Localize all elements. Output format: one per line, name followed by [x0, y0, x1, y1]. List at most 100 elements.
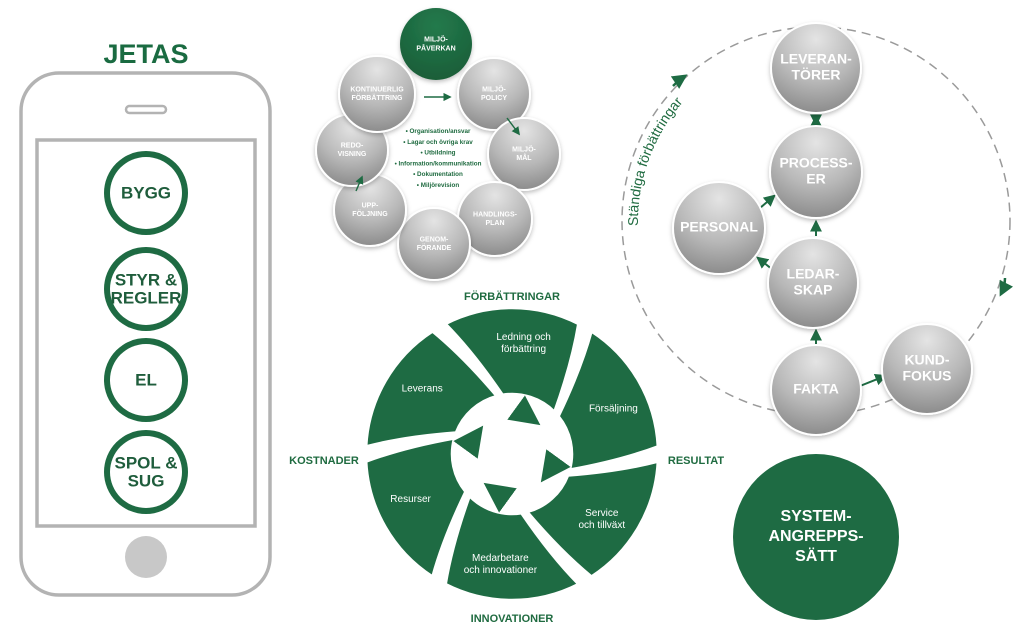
env-node-miljopaverkan[interactable]: MILJÖ-PÅVERKAN — [400, 8, 472, 80]
wheel-segment-label-leverans-line: Leverans — [402, 383, 443, 394]
system-node-label-kundfokus-line: KUND- — [904, 352, 949, 368]
env-arrow-3 — [355, 175, 364, 192]
env-node-label-3: GENOM-FÖRANDE — [417, 237, 452, 253]
env-node-label-6-line: KONTINUERLIG — [350, 87, 404, 94]
system-node-label-leverantorer: LEVERAN-TÖRER — [780, 51, 852, 83]
system-node-personal[interactable]: PERSONAL — [672, 181, 766, 275]
environment-cycle: MILJÖ-PÅVERKANMILJÖ-POLICYMILJÖ-MÅLHANDL… — [315, 8, 561, 281]
env-node-circle — [457, 57, 531, 131]
env-arrow-2 — [506, 117, 521, 136]
wheel-segment-shape — [364, 330, 499, 448]
menu-item-label-styr-regler-line: REGLER — [111, 288, 182, 307]
menu-item-label-styr-regler: STYR &REGLER — [111, 270, 182, 307]
env-list-item: • Lagar och övriga krav — [403, 139, 473, 146]
env-list-item: • Organisation/ansvar — [406, 128, 471, 135]
phone-menu-item-el[interactable]: EL — [104, 338, 188, 422]
menu-item-label-spol-sug-line: SPOL & — [115, 453, 178, 472]
env-node-circle — [487, 117, 561, 191]
system-node-circle — [769, 125, 863, 219]
system-node-label-ledarskap: LEDAR-SKAP — [787, 266, 840, 298]
system-node-fakta[interactable]: FAKTA — [770, 344, 862, 436]
wheel-label-top: FÖRBÄTTRINGAR — [464, 290, 560, 303]
phone-menu: BYGG STYR &REGLER EL SPOL &SUG — [104, 151, 188, 514]
arrow-pers-proc — [759, 194, 776, 209]
system-approach-shape — [733, 454, 899, 620]
phone-menu-item-styr-regler[interactable]: STYR &REGLER — [104, 247, 188, 331]
system-node-label-leverantorer-line: LEVERAN- — [780, 51, 852, 67]
menu-circle-inner — [110, 344, 182, 416]
system-approach-circle[interactable]: SYSTEM-ANGREPPS-SÄTT — [733, 454, 899, 620]
env-node-label-3-line: FÖRANDE — [417, 243, 452, 252]
phone-home-button[interactable] — [125, 536, 167, 578]
system-node-label-processer-line: ER — [806, 171, 825, 187]
system-approach-label-line: ANGREPPS- — [768, 528, 863, 545]
system-node-kundfokus[interactable]: KUND-FOKUS — [881, 323, 973, 415]
wheel-segment-label-forsaljning: Försäljning — [589, 403, 638, 414]
env-node-3[interactable]: GENOM-FÖRANDE — [397, 207, 471, 281]
wheel-cycle-arrow — [483, 482, 517, 513]
wheel-segment-leverans[interactable]: Leverans — [364, 330, 499, 448]
env-node-circle — [400, 8, 472, 80]
env-node-label-4-line: FÖLJNING — [352, 209, 388, 218]
env-node-label-3-line: GENOM- — [420, 237, 449, 244]
wheel-label-right: RESULTAT — [668, 455, 724, 467]
menu-item-label-spol-sug-line: SUG — [128, 471, 165, 490]
system-node-leverantorer[interactable]: LEVERAN-TÖRER — [770, 22, 862, 114]
env-node-1[interactable]: MILJÖ-MÅL — [487, 117, 561, 191]
system-node-ledarskap[interactable]: LEDAR-SKAP — [767, 237, 859, 329]
wheel-segment-forsaljning[interactable]: Försäljning — [557, 329, 660, 472]
system-node-processer[interactable]: PROCESS-ER — [769, 125, 863, 219]
wheel-hub — [458, 400, 566, 508]
phone-menu-item-spol-sug[interactable]: SPOL &SUG — [104, 430, 188, 514]
wheel-segment-label-ledning-line: Ledning och — [496, 332, 551, 343]
wheel-cycle-arrow — [540, 449, 571, 483]
system-diagram: Ständiga förbättringarLEVERAN-TÖRERPROCE… — [621, 22, 1014, 620]
system-approach-label: SYSTEM-ANGREPPS-SÄTT — [768, 508, 863, 565]
phone-menu-item-bygg[interactable]: BYGG — [104, 151, 188, 235]
system-node-circle — [770, 22, 862, 114]
menu-item-label-spol-sug: SPOL &SUG — [115, 453, 178, 490]
system-node-label-processer: PROCESS-ER — [779, 155, 852, 187]
wheel-segment-shape — [364, 436, 467, 579]
env-node-0[interactable]: MILJÖ-POLICY — [457, 57, 531, 131]
system-node-label-kundfokus-line: FOKUS — [903, 368, 952, 384]
env-node-label-top: MILJÖ-PÅVERKAN — [416, 34, 455, 52]
wheel-segment-resurser[interactable]: Resurser — [364, 436, 467, 579]
env-node-label-4-line: UPP- — [362, 203, 379, 210]
system-node-label-fakta-line: FAKTA — [793, 381, 839, 397]
env-node-label-0-line: MILJÖ- — [482, 85, 506, 94]
wheel-segment-shape — [557, 329, 660, 472]
wheel-segment-label-resurser: Resurser — [390, 494, 431, 505]
menu-circle-inner — [110, 436, 182, 508]
env-node-label-1-line: MILJÖ- — [512, 145, 536, 154]
menu-circle-inner — [110, 253, 182, 325]
env-node-circle — [338, 55, 416, 133]
system-node-label-fakta: FAKTA — [793, 381, 839, 397]
env-node-label-2-line: HANDLINGS- — [473, 212, 518, 219]
menu-item-label-el-line: EL — [135, 370, 157, 389]
system-node-label-personal-line: PERSONAL — [680, 219, 758, 235]
system-approach-label-line: SÄTT — [795, 547, 837, 565]
system-node-label-processer-line: PROCESS- — [779, 155, 852, 171]
arrow-fakta-kund — [859, 373, 888, 387]
env-node-label-top-line: PÅVERKAN — [416, 43, 455, 52]
env-node-label-0-line: POLICY — [481, 95, 507, 102]
wheel-segment-label-ledning-line: förbättring — [501, 344, 546, 355]
orbit-arrow-top — [670, 74, 688, 89]
wheel-segment-label-medarbetare-line: och innovationer — [464, 565, 538, 576]
wheel-label-bottom: INNOVATIONER — [471, 613, 554, 625]
env-node-circle — [397, 207, 471, 281]
env-node-label-0: MILJÖ-POLICY — [481, 85, 507, 103]
env-node-label-top-line: MILJÖ- — [424, 34, 448, 43]
wheel-cycle-arrow — [507, 395, 541, 426]
wheel-segment-shape — [444, 494, 581, 602]
system-node-label-kundfokus: KUND-FOKUS — [903, 352, 952, 384]
